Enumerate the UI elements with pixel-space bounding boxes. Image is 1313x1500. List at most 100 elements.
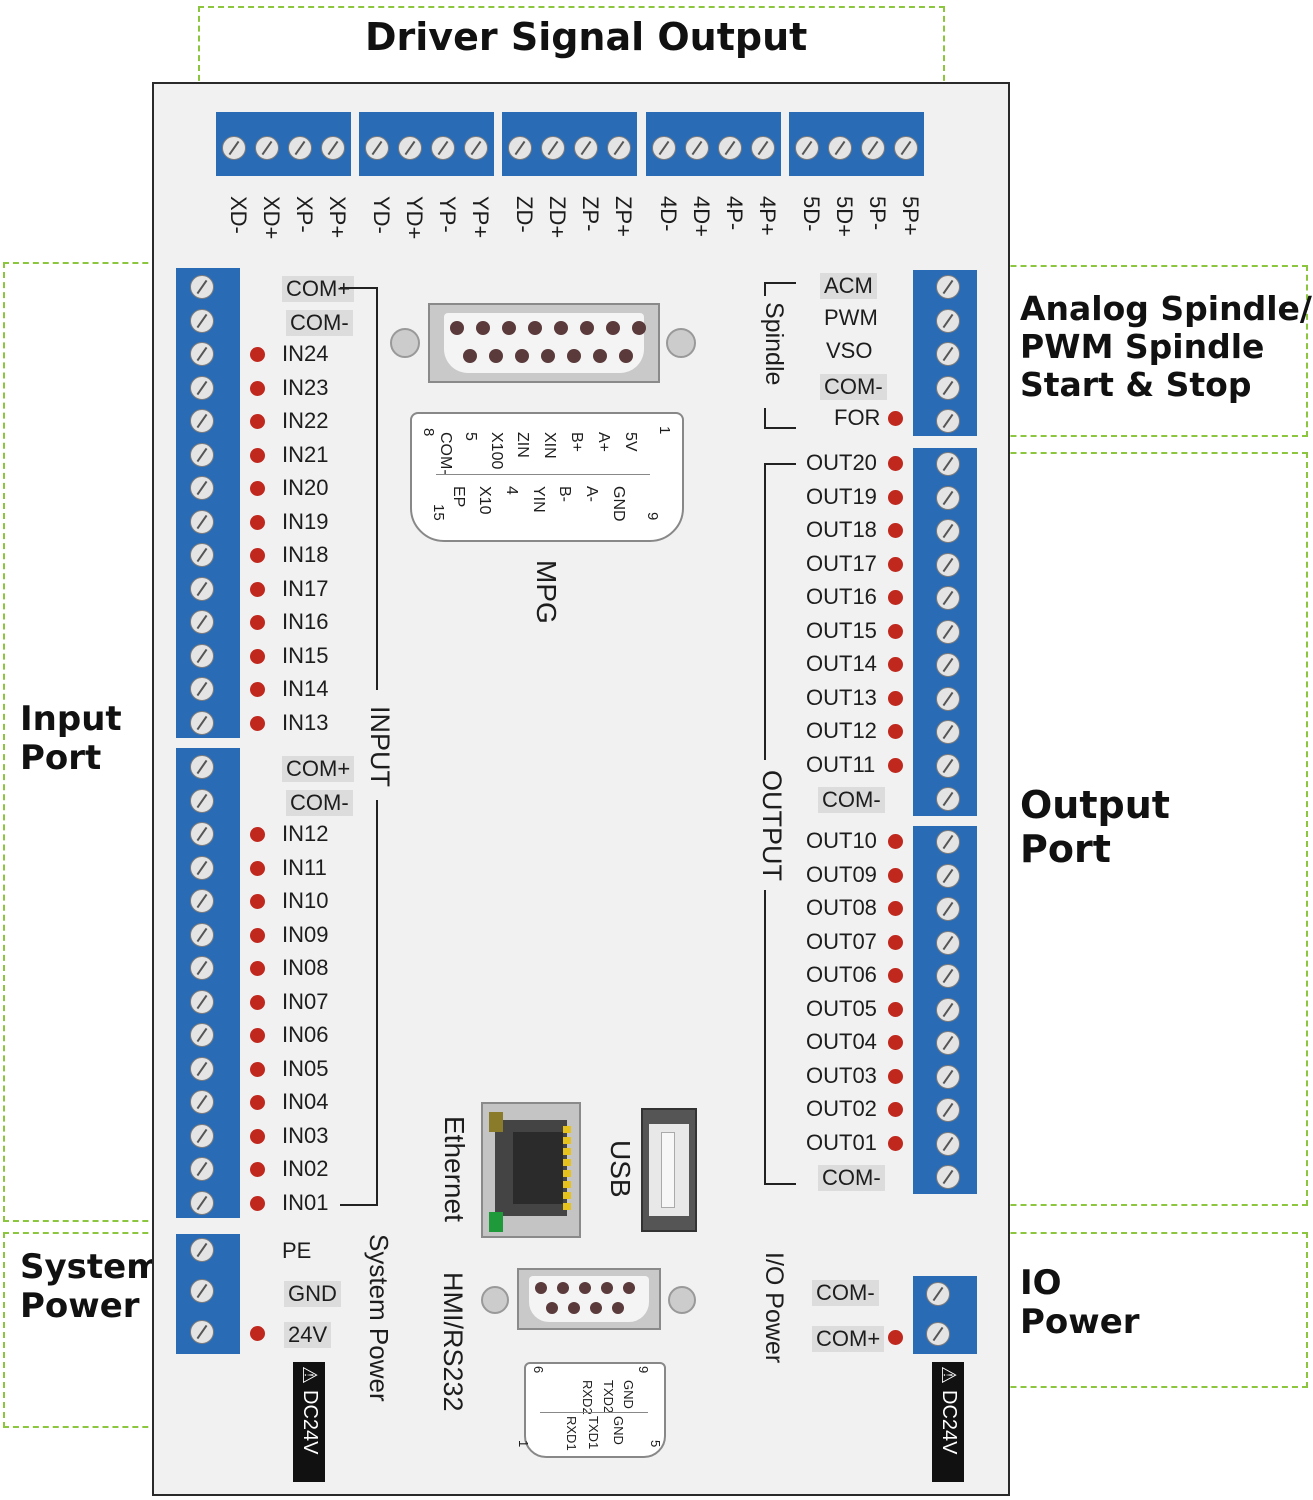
input-terminal-a [176, 268, 240, 738]
terminal-screw-icon [685, 136, 709, 160]
input-pin-label: IN03 [282, 1122, 329, 1148]
terminal-screw-icon [936, 375, 960, 400]
terminal-screw-icon [718, 136, 742, 160]
rs232-pin-hole [557, 1282, 569, 1294]
terminal-screw-icon [190, 788, 214, 813]
usb-port-tongue [661, 1132, 675, 1208]
output-led [888, 934, 903, 950]
input-pin-label: IN12 [282, 821, 329, 846]
terminal-screw-icon [936, 1098, 960, 1122]
mpg-pin-hole [541, 349, 555, 363]
mpg-pin-map-top-cell: COM- [437, 432, 454, 475]
rs232-pin-map [524, 1362, 666, 1458]
ethernet-contact [563, 1170, 571, 1177]
terminal-screw-icon [936, 586, 960, 610]
rs232-pin-number: 1 [516, 1440, 531, 1448]
hmi-mount-right [668, 1286, 696, 1314]
driver-pin-label: 4D+ [689, 196, 714, 237]
input-port-title: Input Port [20, 699, 122, 779]
ethernet-contact [563, 1159, 571, 1166]
hmi-mount-left [481, 1286, 509, 1314]
terminal-screw-icon [936, 720, 960, 744]
input-pin-label: IN19 [282, 508, 329, 534]
dc24v-warning-right: ⚠ DC24V [932, 1362, 964, 1482]
driver-pin-label: YP+ [468, 196, 493, 239]
mpg-pin-number: 9 [644, 512, 661, 521]
io-power-pin-label: COM+ [812, 1326, 885, 1352]
mpg-pin-hole [567, 349, 581, 363]
output-led [888, 724, 903, 739]
input-led [250, 1195, 265, 1211]
terminal-screw-icon [795, 136, 819, 160]
terminal-screw-icon [190, 755, 214, 779]
spindle-pin-label: VSO [826, 338, 873, 363]
mpg-pin-hole [580, 321, 594, 335]
input-pin-label: IN02 [282, 1156, 329, 1181]
output-led [888, 456, 903, 471]
output-pin-label: OUT17 [806, 550, 877, 576]
terminal-screw-icon [936, 787, 960, 811]
mpg-pin-hole [619, 349, 633, 363]
terminal-screw-icon [190, 822, 214, 846]
input-bracket-label: INPUT [365, 706, 395, 787]
input-port-title-line2: Port [20, 738, 102, 779]
input-pin-label: IN20 [282, 475, 329, 500]
system-power-pin-label: GND [284, 1281, 341, 1307]
mpg-pin-map-top-cell: XIN [541, 432, 558, 459]
rs232-map-top-cell: RXD2 [580, 1380, 595, 1415]
input-pin-label: IN23 [282, 374, 329, 400]
terminal-screw-icon [936, 452, 960, 476]
ethernet-port-cavity [513, 1132, 563, 1204]
usb-port[interactable] [641, 1108, 697, 1232]
input-port-title-line1: Input [20, 699, 122, 739]
output-led [888, 556, 903, 572]
output-led [888, 1102, 903, 1117]
output-port-title: Output Port [1020, 783, 1170, 871]
mpg-pin-map-top-cell: 5V [622, 432, 639, 452]
input-terminal-b [176, 748, 240, 1218]
terminal-screw-icon [936, 409, 960, 433]
output-led [888, 1068, 903, 1084]
mpg-pin-hole [593, 349, 607, 363]
output-led [888, 867, 903, 883]
input-pin-label: IN06 [282, 1022, 329, 1047]
terminal-screw-icon [288, 136, 312, 160]
spindle-bracket-gap [758, 296, 772, 408]
input-led [250, 1162, 265, 1177]
terminal-screw-icon [190, 1023, 214, 1047]
terminal-screw-icon [936, 964, 960, 988]
dc24v-warning-right-text: DC24V [938, 1390, 960, 1455]
mpg-pin-map-top-cell: ZIN [514, 432, 531, 458]
output-led [888, 690, 903, 706]
analog-spindle-title-line2: PWM Spindle [1020, 326, 1265, 366]
input-pin-label: IN21 [282, 441, 329, 467]
output-led [888, 757, 903, 773]
terminal-screw-icon [936, 897, 960, 921]
terminal-screw-icon [190, 956, 214, 980]
input-com-label: COM+ [282, 276, 355, 302]
output-pin-label: OUT05 [806, 995, 877, 1021]
system-power-title: System Power [20, 1247, 162, 1326]
output-led [888, 901, 903, 916]
input-pin-label: IN17 [282, 575, 329, 601]
terminal-screw-icon [936, 1131, 960, 1156]
rs232-map-bottom-cell: RXD1 [564, 1416, 579, 1451]
input-pin-label: IN01 [282, 1189, 329, 1215]
terminal-screw-icon [190, 922, 214, 947]
rs232-pin-hole [601, 1282, 613, 1294]
terminal-screw-icon [190, 409, 214, 433]
system-power-vertical-label: System Power [364, 1234, 394, 1402]
driver-pin-label: ZD- [512, 196, 537, 233]
ethernet-port[interactable] [481, 1102, 581, 1238]
rs232-pin-hole [612, 1302, 624, 1314]
input-led [250, 347, 265, 362]
driver-pin-label: ZP- [578, 196, 603, 232]
output-pin-label: OUT09 [806, 861, 877, 887]
mpg-pin-map-divider [436, 474, 650, 475]
output-pin-label: OUT03 [806, 1062, 877, 1088]
driver-pin-label: YD+ [402, 196, 427, 240]
terminal-screw-icon [365, 136, 389, 160]
spindle-pin-label: ACM [820, 273, 877, 299]
hmi-rs232-connector[interactable] [517, 1268, 661, 1330]
terminal-screw-icon [936, 863, 960, 888]
